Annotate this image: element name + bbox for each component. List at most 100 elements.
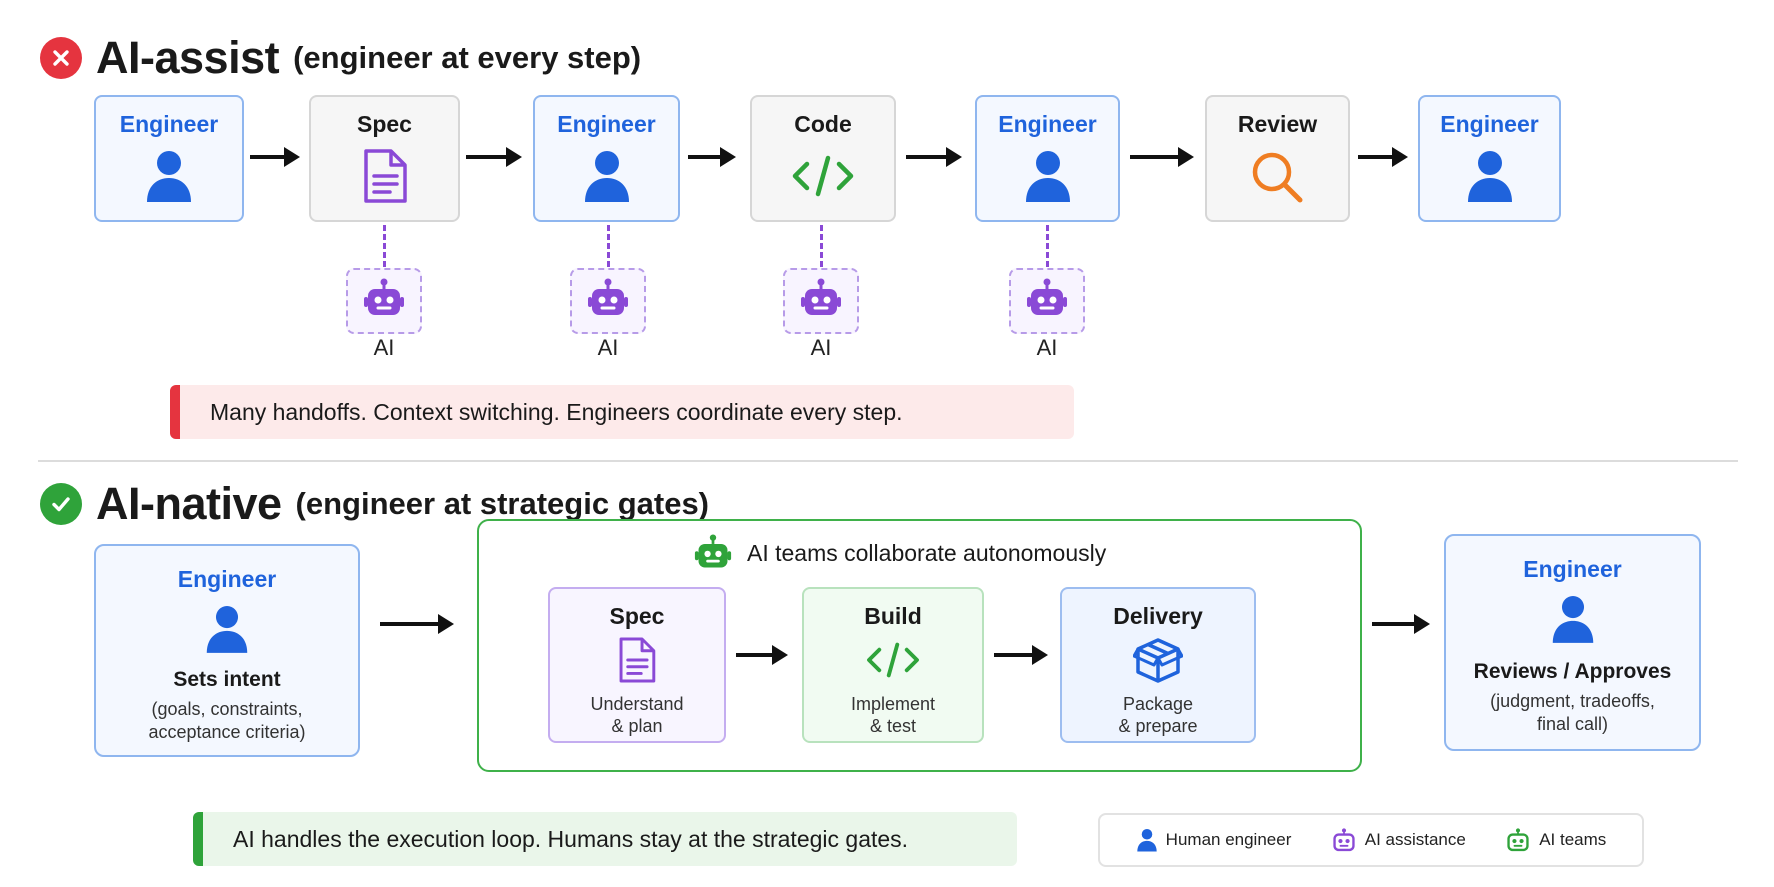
arrow-right xyxy=(994,645,1048,665)
assist-review-box: Review xyxy=(1205,95,1350,222)
stage-spec-desc-1: Understand xyxy=(590,694,684,714)
arrow-right xyxy=(250,147,300,167)
assist-engineer-box-3: Engineer xyxy=(975,95,1120,222)
x-circle-icon xyxy=(40,37,82,79)
review-label: Review xyxy=(1237,111,1318,137)
arrow-right xyxy=(906,147,962,167)
assist-title: AI-assist xyxy=(96,32,280,83)
ai-connector xyxy=(820,225,823,267)
assist-engineer-box-4: Engineer xyxy=(1418,95,1561,222)
ai-assist-chip xyxy=(1009,268,1085,334)
native-engineer-approve-box: Engineer Reviews / Approves (judgment, t… xyxy=(1444,534,1701,751)
stage-build: Build Implement & test xyxy=(802,587,984,743)
ai-connector xyxy=(383,225,386,267)
legend-ai-assist-label: AI assistance xyxy=(1364,830,1466,849)
ai-connector xyxy=(607,225,610,267)
engineer-label: Engineer xyxy=(998,111,1097,137)
arrow-right xyxy=(466,147,522,167)
stage-delivery: Delivery Package & prepare xyxy=(1060,587,1256,743)
ai-assist-chip xyxy=(346,268,422,334)
ai-label: AI xyxy=(1036,335,1058,360)
native-engineer-intent-box: Engineer Sets intent (goals, constraints… xyxy=(94,544,360,757)
person-icon xyxy=(1465,148,1515,209)
check-circle-icon xyxy=(40,483,82,525)
arrow-right xyxy=(736,645,788,665)
legend-human: Human engineer xyxy=(1136,827,1292,853)
assist-subtitle: (engineer at every step) xyxy=(293,40,642,75)
banner-accent xyxy=(170,385,180,439)
robot-icon xyxy=(799,278,843,325)
native-summary-banner: AI handles the execution loop. Humans st… xyxy=(193,812,1017,866)
spec-label: Spec xyxy=(357,111,412,137)
ai-team-heading-text: AI teams collaborate autonomously xyxy=(747,539,1107,566)
ai-assist-chip xyxy=(783,268,859,334)
approve-role: Reviews / Approves xyxy=(1473,660,1672,683)
stage-build-desc-2: & test xyxy=(869,716,917,736)
engineer-label: Engineer xyxy=(177,566,277,592)
stage-build-title: Build xyxy=(864,603,922,629)
ai-label: AI xyxy=(597,335,619,360)
stage-spec-desc-2: & plan xyxy=(611,716,663,736)
stage-delivery-desc-1: Package xyxy=(1122,694,1194,714)
legend: Human engineer AI assistance AI teams xyxy=(1098,813,1644,867)
arrow-right xyxy=(1358,147,1408,167)
person-icon xyxy=(204,603,250,660)
code-icon xyxy=(791,148,855,209)
stage-spec-title: Spec xyxy=(609,603,665,629)
stage-delivery-desc-2: & prepare xyxy=(1118,716,1198,736)
engineer-label: Engineer xyxy=(1440,111,1539,137)
arrow-right xyxy=(1130,147,1194,167)
assist-summary-banner: Many handoffs. Context switching. Engine… xyxy=(170,385,1074,439)
person-icon xyxy=(1023,148,1073,209)
package-icon xyxy=(1132,636,1184,689)
document-icon xyxy=(616,636,658,689)
legend-human-label: Human engineer xyxy=(1165,830,1292,849)
intent-desc-2: acceptance criteria) xyxy=(148,722,306,742)
assist-engineer-box-1: Engineer xyxy=(94,95,244,222)
ai-assist-chip xyxy=(570,268,646,334)
intent-role: Sets intent xyxy=(173,668,281,691)
person-icon xyxy=(1550,593,1596,650)
robot-icon xyxy=(586,278,630,325)
native-subtitle: (engineer at strategic gates) xyxy=(295,486,710,521)
robot-icon xyxy=(693,534,733,572)
ai-label: AI xyxy=(810,335,832,360)
arrow-right xyxy=(688,147,736,167)
assist-code-box: Code xyxy=(750,95,896,222)
robot-icon xyxy=(1331,827,1357,853)
stage-build-desc-1: Implement xyxy=(850,694,936,714)
engineer-label: Engineer xyxy=(557,111,656,137)
intent-desc-1: (goals, constraints, xyxy=(151,699,303,719)
native-title: AI-native xyxy=(96,478,282,529)
ai-team-heading: AI teams collaborate autonomously xyxy=(693,534,1106,572)
document-icon xyxy=(360,148,410,209)
engineer-label: Engineer xyxy=(1523,556,1622,582)
code-label: Code xyxy=(794,111,852,137)
robot-icon xyxy=(1025,278,1069,325)
search-icon xyxy=(1248,148,1308,211)
code-icon xyxy=(864,636,922,689)
arrow-right xyxy=(380,614,454,634)
robot-icon xyxy=(1505,827,1531,853)
approve-desc-1: (judgment, tradeoffs, xyxy=(1490,691,1655,711)
person-icon xyxy=(582,148,632,209)
assist-section-title: AI-assist (engineer at every step) xyxy=(40,32,641,84)
native-section-title: AI-native (engineer at strategic gates) xyxy=(40,478,709,530)
arrow-right xyxy=(1372,614,1430,634)
legend-ai-assist: AI assistance xyxy=(1331,827,1466,853)
legend-ai-teams: AI teams xyxy=(1505,827,1607,853)
ai-connector xyxy=(1046,225,1049,267)
stage-delivery-title: Delivery xyxy=(1113,603,1203,629)
assist-spec-box: Spec xyxy=(309,95,460,222)
assist-engineer-box-2: Engineer xyxy=(533,95,680,222)
approve-desc-2: final call) xyxy=(1536,714,1609,734)
person-icon xyxy=(1136,827,1158,853)
stage-spec: Spec Understand & plan xyxy=(548,587,726,743)
legend-ai-teams-label: AI teams xyxy=(1539,830,1607,849)
section-divider xyxy=(38,460,1738,462)
robot-icon xyxy=(362,278,406,325)
engineer-label: Engineer xyxy=(119,111,219,137)
native-summary-text: AI handles the execution loop. Humans st… xyxy=(233,825,909,852)
ai-label: AI xyxy=(373,335,395,360)
assist-summary-text: Many handoffs. Context switching. Engine… xyxy=(210,398,903,425)
